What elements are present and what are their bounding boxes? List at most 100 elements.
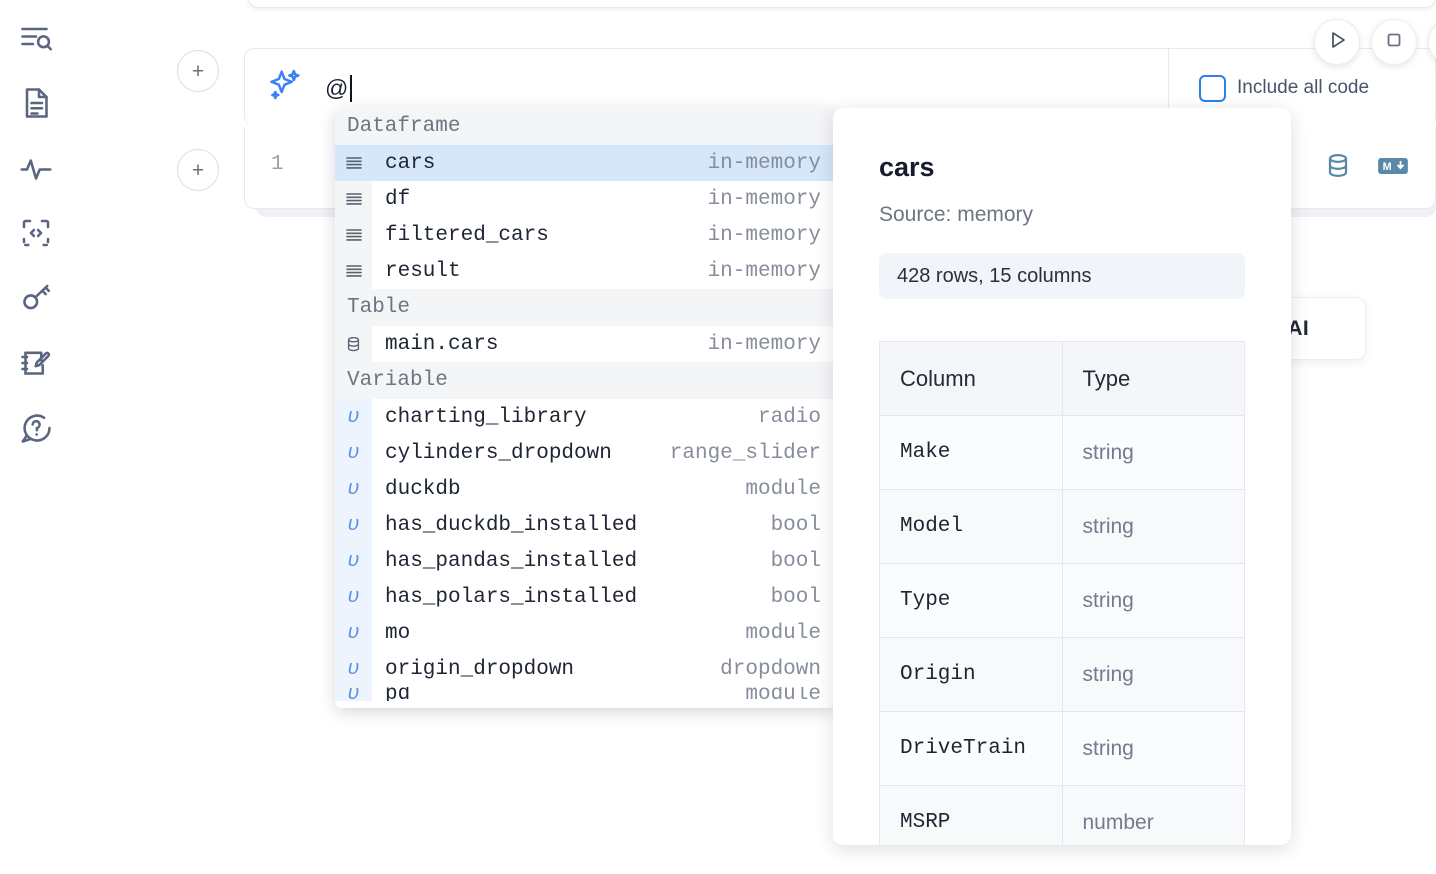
- autocomplete-item-type: dropdown: [720, 657, 821, 681]
- dataframe-detail-panel: cars Source: memory 428 rows, 15 columns…: [833, 108, 1291, 845]
- autocomplete-item-origin-dropdown[interactable]: υ origin_dropdown dropdown: [335, 651, 835, 687]
- autocomplete-item-has-polars-installed[interactable]: υ has_polars_installed bool: [335, 579, 835, 615]
- autocomplete-item-has-pandas-installed[interactable]: υ has_pandas_installed bool: [335, 543, 835, 579]
- autocomplete-item-name: origin_dropdown: [385, 657, 575, 681]
- autocomplete-item-type: bool: [770, 513, 821, 537]
- code-snippet-icon: [18, 215, 54, 251]
- add-cell-below-button[interactable]: +: [177, 149, 219, 191]
- stop-button[interactable]: [1371, 19, 1417, 65]
- autocomplete-item-name: has_duckdb_installed: [385, 513, 638, 537]
- autocomplete-item-name: df: [385, 187, 411, 211]
- plus-icon: +: [191, 59, 205, 83]
- markdown-icon[interactable]: M: [1377, 154, 1409, 178]
- sparkles-icon: [265, 66, 305, 111]
- autocomplete-item-name: main.cars: [385, 332, 499, 356]
- autocomplete-item-type: in-memory: [707, 187, 821, 211]
- detail-source: Source: memory: [879, 203, 1034, 226]
- key-icon: [18, 280, 54, 316]
- outline-search-icon: [18, 20, 54, 56]
- svg-text:M: M: [1383, 161, 1392, 173]
- database-icon[interactable]: [1323, 151, 1353, 181]
- autocomplete-item-name: pd: [385, 687, 411, 701]
- column-name: Origin: [879, 637, 1063, 712]
- autocomplete-item-type: bool: [770, 585, 821, 609]
- ai-sparkles-button[interactable]: [245, 66, 325, 111]
- autocomplete-item-pd[interactable]: υ pd module: [335, 687, 835, 701]
- sidebar-item-outline[interactable]: [14, 16, 58, 60]
- run-button[interactable]: [1314, 19, 1360, 65]
- column-type: string: [1061, 415, 1245, 490]
- autocomplete-group-header: Variable: [335, 362, 835, 399]
- sidebar-item-snippets[interactable]: [14, 211, 58, 255]
- autocomplete-item-cars[interactable]: cars in-memory: [335, 145, 835, 181]
- line-number: 1: [271, 153, 284, 176]
- autocomplete-item-mo[interactable]: υ mo module: [335, 615, 835, 651]
- autocomplete-item-has-duckdb-installed[interactable]: υ has_duckdb_installed bool: [335, 507, 835, 543]
- autocomplete-item-type: bool: [770, 549, 821, 573]
- previous-cell-edge: [248, 0, 1436, 8]
- column-type: string: [1061, 711, 1245, 786]
- sidebar-item-secrets[interactable]: [14, 276, 58, 320]
- autocomplete-item-name: mo: [385, 621, 411, 645]
- sidebar-item-help[interactable]: [14, 406, 58, 450]
- autocomplete-item-name: cylinders_dropdown: [385, 441, 612, 465]
- column-header-column: Column: [879, 341, 1063, 416]
- play-triangle-icon: [1325, 28, 1349, 57]
- variable-icon: υ: [335, 435, 372, 471]
- autocomplete-item-cylinders-dropdown[interactable]: υ cylinders_dropdown range_slider: [335, 435, 835, 471]
- document-icon: [18, 85, 54, 121]
- dataframe-rows-icon: [335, 253, 372, 289]
- autocomplete-item-type: in-memory: [707, 223, 821, 247]
- include-all-code-label: Include all code: [1237, 77, 1370, 98]
- column-header-type: Type: [1061, 341, 1245, 416]
- column-type: number: [1061, 785, 1245, 845]
- autocomplete-item-type: module: [745, 687, 821, 701]
- column-name: MSRP: [879, 785, 1063, 845]
- autocomplete-item-type: in-memory: [707, 259, 821, 283]
- autocomplete-item-filtered-cars[interactable]: filtered_cars in-memory: [335, 217, 835, 253]
- ai-prompt-input[interactable]: @: [325, 49, 1169, 127]
- autocomplete-item-df[interactable]: df in-memory: [335, 181, 835, 217]
- scratchpad-edit-icon: [18, 345, 54, 381]
- plus-icon: +: [191, 158, 205, 182]
- sidebar-rail: [0, 0, 72, 874]
- text-cursor: [349, 74, 352, 102]
- autocomplete-item-type: module: [745, 477, 821, 501]
- autocomplete-item-name: duckdb: [385, 477, 461, 501]
- sidebar-item-notebook[interactable]: [14, 81, 58, 125]
- detail-stats-badge: 428 rows, 15 columns: [879, 253, 1245, 299]
- include-all-code-toggle[interactable]: Include all code: [1199, 74, 1370, 102]
- autocomplete-item-charting-library[interactable]: υ charting_library radio: [335, 399, 835, 435]
- dataframe-rows-icon: [335, 181, 372, 217]
- autocomplete-item-name: has_polars_installed: [385, 585, 638, 609]
- mention-autocomplete-dropdown[interactable]: Dataframe cars in-memory: [335, 108, 835, 708]
- dataframe-rows-icon: [335, 145, 372, 181]
- sidebar-item-runtime[interactable]: [14, 146, 58, 190]
- schema-table: Column Type Make string Model string Typ…: [879, 341, 1245, 845]
- column-name: DriveTrain: [879, 711, 1063, 786]
- checkbox-icon[interactable]: [1199, 74, 1226, 102]
- autocomplete-item-result[interactable]: result in-memory: [335, 253, 835, 289]
- autocomplete-item-type: radio: [757, 405, 821, 429]
- square-stop-icon: [1382, 28, 1406, 57]
- table-row: DriveTrain string: [879, 711, 1245, 786]
- table-header-row: Column Type: [879, 341, 1245, 416]
- add-cell-above-button[interactable]: +: [177, 50, 219, 92]
- variable-icon: υ: [335, 543, 372, 579]
- autocomplete-item-main-cars[interactable]: main.cars in-memory: [335, 326, 835, 362]
- database-icon: [335, 326, 372, 362]
- variable-icon: υ: [335, 687, 372, 701]
- cell-type-toolbar: M: [1323, 151, 1409, 181]
- sidebar-item-scratchpad[interactable]: [14, 341, 58, 385]
- autocomplete-item-duckdb[interactable]: υ duckdb module: [335, 471, 835, 507]
- dataframe-rows-icon: [335, 217, 372, 253]
- autocomplete-item-type: range_slider: [669, 441, 821, 465]
- table-row: Make string: [879, 415, 1245, 490]
- variable-icon: υ: [335, 399, 372, 435]
- autocomplete-list: Dataframe cars in-memory: [335, 108, 835, 701]
- variable-icon: υ: [335, 615, 372, 651]
- variable-icon: υ: [335, 579, 372, 615]
- autocomplete-item-name: charting_library: [385, 405, 587, 429]
- detail-title: cars: [879, 152, 935, 182]
